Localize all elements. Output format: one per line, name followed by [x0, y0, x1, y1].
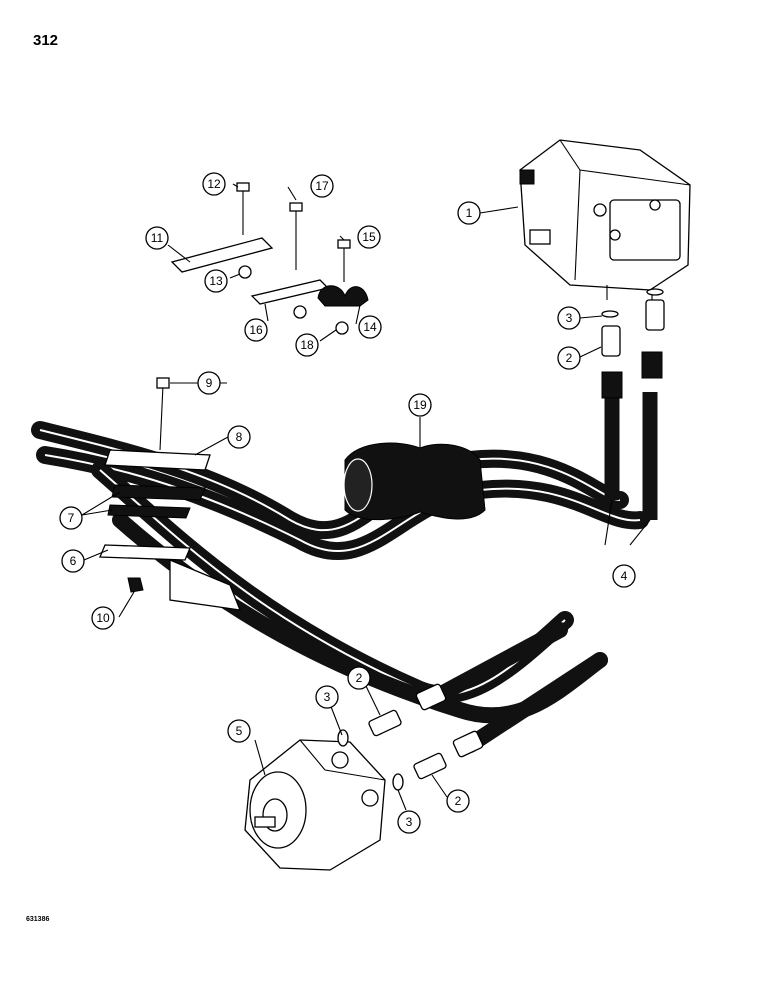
hose-clamp-assembly: [99, 377, 242, 611]
svg-text:15: 15: [362, 230, 376, 244]
svg-text:2: 2: [455, 794, 462, 808]
callout-4: 4: [612, 564, 636, 588]
callout-8: 8: [227, 425, 251, 449]
svg-text:12: 12: [207, 177, 221, 191]
svg-text:19: 19: [413, 398, 427, 412]
leader-lines: [81, 183, 651, 811]
hose-group: [31, 392, 658, 753]
svg-text:18: 18: [300, 338, 314, 352]
callout-2: 2: [347, 666, 371, 690]
callout-17: 17: [310, 174, 334, 198]
svg-text:3: 3: [324, 690, 331, 704]
callout-12: 12: [202, 172, 226, 196]
hydraulic-motor: [244, 739, 386, 871]
svg-text:13: 13: [209, 274, 223, 288]
svg-text:1: 1: [466, 206, 473, 220]
hose-sleeve: [343, 442, 486, 521]
callout-5: 5: [227, 719, 251, 743]
svg-text:10: 10: [96, 611, 110, 625]
callout-3: 3: [557, 306, 581, 330]
callout-18: 18: [295, 333, 319, 357]
callout-9: 9: [197, 371, 221, 395]
callout-2: 2: [446, 789, 470, 813]
svg-text:2: 2: [356, 671, 363, 685]
callout-6: 6: [61, 549, 85, 573]
callout-7: 7: [59, 506, 83, 530]
callout-3: 3: [397, 810, 421, 834]
callout-2: 2: [557, 346, 581, 370]
svg-text:3: 3: [566, 311, 573, 325]
figure-code: 631386: [26, 916, 50, 923]
svg-text:3: 3: [406, 815, 413, 829]
svg-text:14: 14: [363, 320, 377, 334]
svg-text:16: 16: [249, 323, 263, 337]
svg-text:7: 7: [68, 511, 75, 525]
svg-text:11: 11: [151, 231, 164, 245]
svg-text:2: 2: [566, 351, 573, 365]
svg-text:8: 8: [236, 430, 243, 444]
bracket-hardware: [170, 182, 369, 335]
callout-14: 14: [358, 315, 382, 339]
svg-text:17: 17: [315, 179, 329, 193]
callout-16: 16: [244, 318, 268, 342]
callout-3: 3: [315, 685, 339, 709]
motor-fittings: [337, 683, 484, 791]
callout-11: 11: [145, 226, 169, 250]
callout-10: 10: [91, 606, 115, 630]
callout-1: 1: [457, 201, 481, 225]
callout-15: 15: [357, 225, 381, 249]
page-number: 312: [33, 32, 59, 49]
callout-group: 1 2 2 2 3 3 3 4 5 6 7 8 9 10 11 12 13 14…: [59, 172, 636, 834]
svg-text:9: 9: [206, 376, 213, 390]
svg-text:4: 4: [621, 569, 628, 583]
callout-19: 19: [408, 393, 432, 417]
hydraulic-pump: [519, 139, 691, 300]
pump-fittings: [601, 288, 665, 399]
callout-13: 13: [204, 269, 228, 293]
svg-text:5: 5: [236, 724, 243, 738]
svg-text:6: 6: [70, 554, 77, 568]
